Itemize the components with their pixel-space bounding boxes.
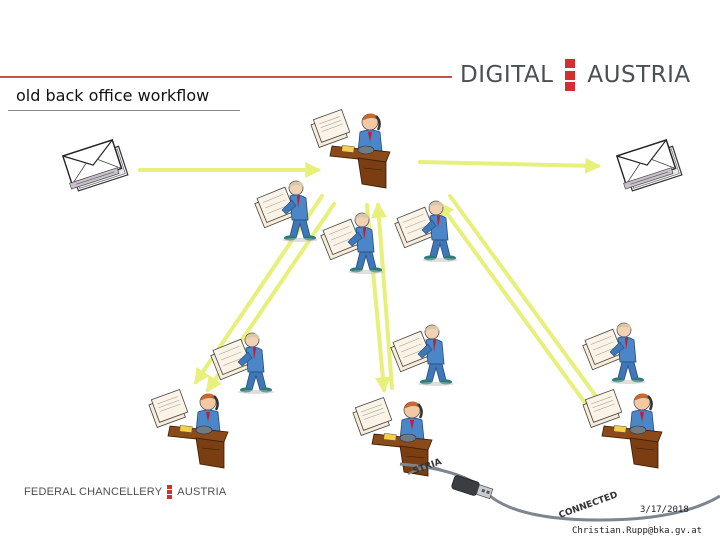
slide-date: 3/17/2018 xyxy=(640,505,689,515)
author-email: Christian.Rupp@bka.gv.at xyxy=(572,526,703,536)
header-rule xyxy=(0,76,452,78)
arrow-center-to-right-a xyxy=(448,194,608,413)
arrow-center-to-outbox xyxy=(418,157,602,174)
right-desk-clerk-icon xyxy=(580,388,664,470)
center-desk-clerk-icon xyxy=(308,108,392,190)
file-carrier-icon-4 xyxy=(208,332,275,395)
fed-logo-mark-icon xyxy=(167,485,173,499)
logo-text-left: DIGITAL xyxy=(460,62,554,88)
file-carrier-icon-3 xyxy=(392,200,459,263)
federal-chancellery-logo: FEDERAL CHANCELLERY AUSTRIA xyxy=(24,485,226,499)
file-carrier-icon-5 xyxy=(388,324,455,387)
arrow-mid-to-center-b xyxy=(370,201,394,390)
slide-title: old back office workflow xyxy=(16,86,210,105)
title-underline xyxy=(8,110,240,111)
outbox-envelope-icon xyxy=(614,137,683,194)
digital-austria-logo: DIGITAL AUSTRIA xyxy=(460,58,691,92)
cable-text-connected: CONNECTED xyxy=(558,490,620,521)
fed-logo-text-right: AUSTRIA xyxy=(177,486,227,498)
file-carrier-icon-2 xyxy=(318,212,385,275)
file-carrier-icon-1 xyxy=(252,180,319,243)
left-desk-clerk-icon xyxy=(146,388,230,470)
inbox-envelope-icon xyxy=(60,137,129,194)
fed-logo-text-left: FEDERAL CHANCELLERY xyxy=(24,486,163,498)
arrow-right-to-center-b xyxy=(438,201,598,420)
logo-mark-icon xyxy=(565,59,576,91)
file-carrier-icon-6 xyxy=(580,322,647,385)
logo-text-right: AUSTRIA xyxy=(587,62,691,88)
